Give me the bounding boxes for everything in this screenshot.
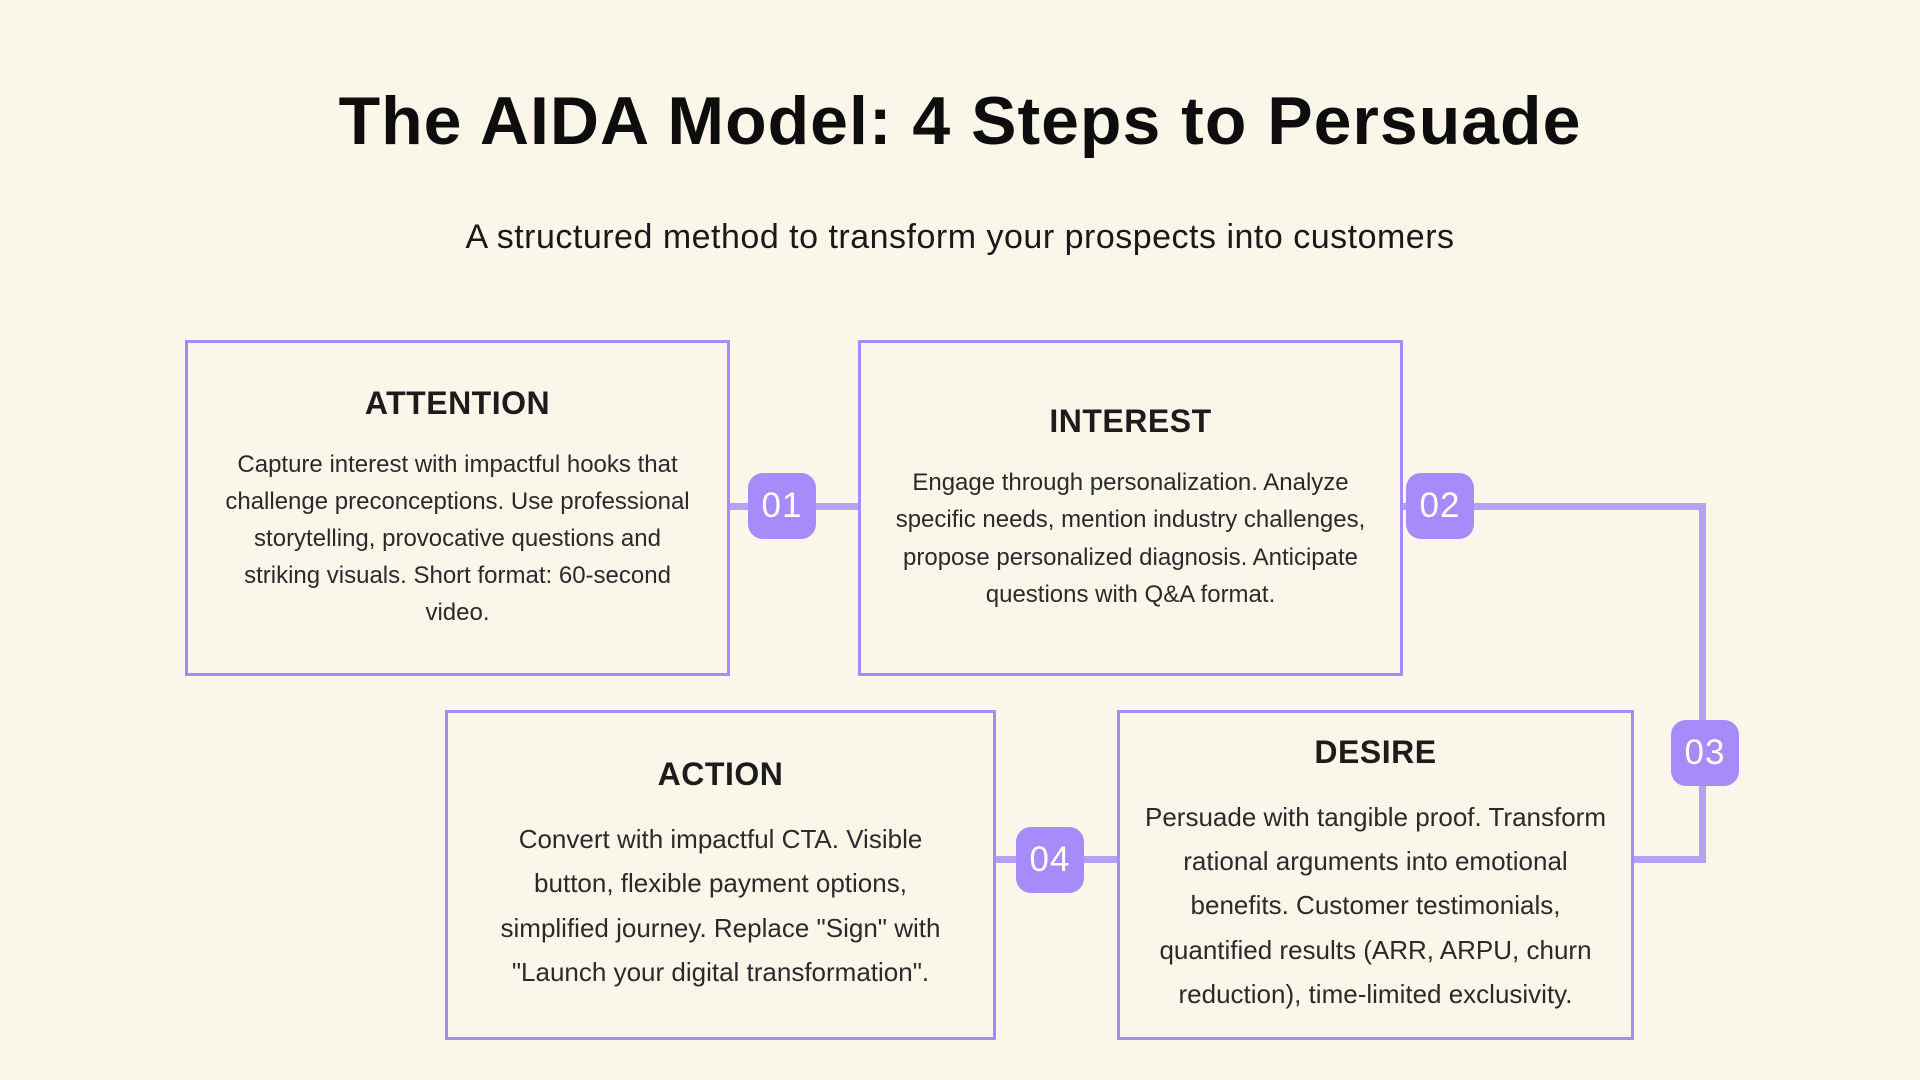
step-box-desire: DESIRE Persuade with tangible proof. Tra… — [1117, 710, 1634, 1040]
step-badge-03: 03 — [1671, 720, 1739, 786]
page-subtitle: A structured method to transform your pr… — [465, 218, 1455, 256]
step-badge-01: 01 — [748, 473, 816, 539]
connector-interest-right — [1403, 503, 1706, 510]
step-description-action: Convert with impactful CTA. Visible butt… — [500, 824, 941, 987]
step-description-attention: Capture interest with impactful hooks th… — [225, 450, 690, 627]
step-box-attention: ATTENTION Capture interest with impactfu… — [185, 340, 730, 676]
step-badge-02: 02 — [1406, 473, 1474, 539]
connector-elbow-to-desire — [1634, 856, 1706, 863]
step-box-action: ACTION Convert with impactful CTA. Visib… — [445, 710, 996, 1040]
step-title-desire: DESIRE — [1314, 734, 1437, 771]
step-title-attention: ATTENTION — [364, 384, 551, 421]
step-box-interest: INTEREST Engage through personalization.… — [858, 340, 1403, 676]
step-title-interest: INTEREST — [1049, 403, 1212, 440]
step-title-action: ACTION — [657, 756, 784, 793]
step-description-interest: Engage through personalization. Analyze … — [895, 469, 1366, 608]
step-badge-04: 04 — [1016, 827, 1084, 893]
step-description-desire: Persuade with tangible proof. Transform … — [1144, 802, 1607, 1009]
page-title: The AIDA Model: 4 Steps to Persuade — [338, 83, 1582, 159]
connector-vertical-elbow — [1699, 503, 1706, 863]
